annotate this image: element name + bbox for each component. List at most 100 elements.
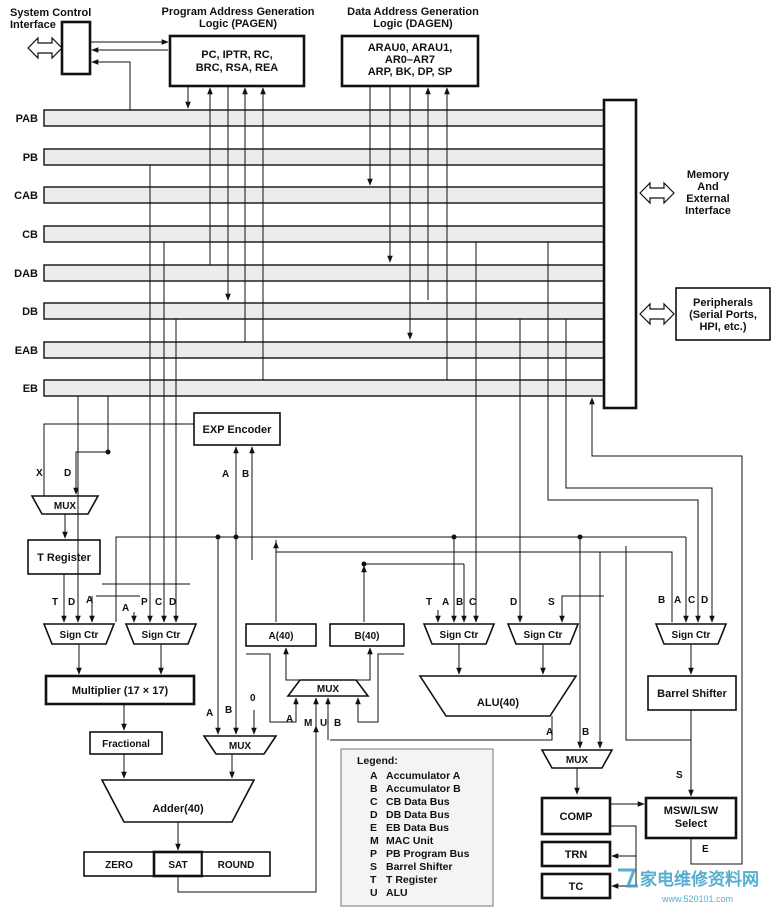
sc2-input-a: A [122,603,129,614]
acc-mux-input-a: A [286,714,293,725]
sc5-input-a: A [674,595,681,606]
sc1-input-a: A [86,595,93,606]
exp-encoder-input-a: A [222,469,229,480]
memory-interface-box [602,98,638,410]
sign-ctr-3 [422,623,496,645]
acc-a-box [245,623,317,647]
sign-ctr-5 [654,623,728,645]
round-label: ROUND [218,860,255,871]
t-register-box [27,539,101,575]
comp-mux-input-a: A [546,727,553,738]
watermark-text: 家电维修资料网 [640,869,759,890]
multiplier-box [44,674,196,706]
tc-label: TC [569,881,584,893]
comp-mux-label: MUX [566,755,589,766]
acc-mux-input-m: M [304,718,312,729]
sign-ctr-1 [42,623,116,645]
sc4-input-s: S [548,597,555,608]
bus-pb: PB [23,148,605,166]
alu-label: ALU(40) [477,697,520,709]
svg-text:PB: PB [23,152,38,164]
sc2-input-p: P [141,597,148,608]
system-control-double-arrow [27,36,63,60]
pagen-registers: PC, IPTR, RC,BRC, RSA, REA [196,49,279,74]
system-control-interface-box [60,20,92,76]
adder-mux [202,735,278,755]
round-box [201,851,271,877]
peripherals-box [675,287,771,341]
tc-box [540,872,612,900]
barrel-shifter-output-s: S [676,770,683,781]
barrel-shifter-box [647,675,737,711]
t-mux-label: MUX [54,501,77,512]
trn-label: TRN [565,849,588,861]
watermark-url: www.520101.com [661,894,733,904]
sc5-input-d: D [701,595,708,606]
sc2-input-d: D [169,597,176,608]
memory-double-arrow [639,181,675,205]
t-register-label: T Register [37,552,92,564]
svg-text:EAB: EAB [15,345,38,357]
watermark-logo: 家电维修资料网 www.520101.com [618,868,759,904]
sc4-input-d: D [510,597,517,608]
sc1-input-t: T [52,597,58,608]
sc2-input-c: C [155,597,162,608]
sign-ctr-4 [506,623,580,645]
comp-mux-input-b: B [582,727,589,738]
sign-ctr-5-label: Sign Ctr [672,630,711,641]
fractional-box [89,731,163,755]
acc-b-box [329,623,405,647]
legend-box [340,748,494,907]
msw-lsw-select-box [644,796,738,840]
svg-text:CAB: CAB [14,190,38,202]
peripherals-label: Peripherals(Serial Ports,HPI, etc.) [689,297,757,333]
bus-cb: CB [22,225,605,243]
exp-encoder-input-b: B [242,469,249,480]
comp-mux [540,749,614,769]
legend-title: Legend: [357,755,398,767]
pagen-box [168,34,306,88]
accumulator-mux-label: MUX [317,684,340,695]
bus-eab: EAB [15,341,605,359]
sc5-input-c: C [688,595,695,606]
acc-mux-input-u: U [320,718,327,729]
sign-ctr-3-label: Sign Ctr [440,630,479,641]
sc5-input-b: B [658,595,665,606]
svg-text:DB: DB [22,306,38,318]
sc3-input-t: T [426,597,432,608]
bus-cab: CAB [14,186,605,204]
sc3-input-a: A [442,597,449,608]
adder [100,779,256,823]
adder-mux-input-b: B [225,705,232,716]
exp-encoder-box [193,412,281,446]
svg-text:PAB: PAB [16,113,38,125]
svg-text:EB: EB [23,383,38,395]
sign-ctr-2-label: Sign Ctr [142,630,181,641]
adder-mux-input-zero: 0 [250,693,256,704]
t-mux [30,495,100,515]
sat-label: SAT [168,860,187,871]
sign-ctr-4-label: Sign Ctr [524,630,563,641]
acc-a-label: A(40) [268,631,293,642]
zero-label: ZERO [105,860,133,871]
sign-ctr-2 [124,623,198,645]
multiplier-label: Multiplier (17 × 17) [72,685,169,697]
mux-input-x: X [36,468,43,479]
trn-box [540,840,612,868]
comp-box [540,796,612,836]
comp-label: COMP [560,811,593,823]
